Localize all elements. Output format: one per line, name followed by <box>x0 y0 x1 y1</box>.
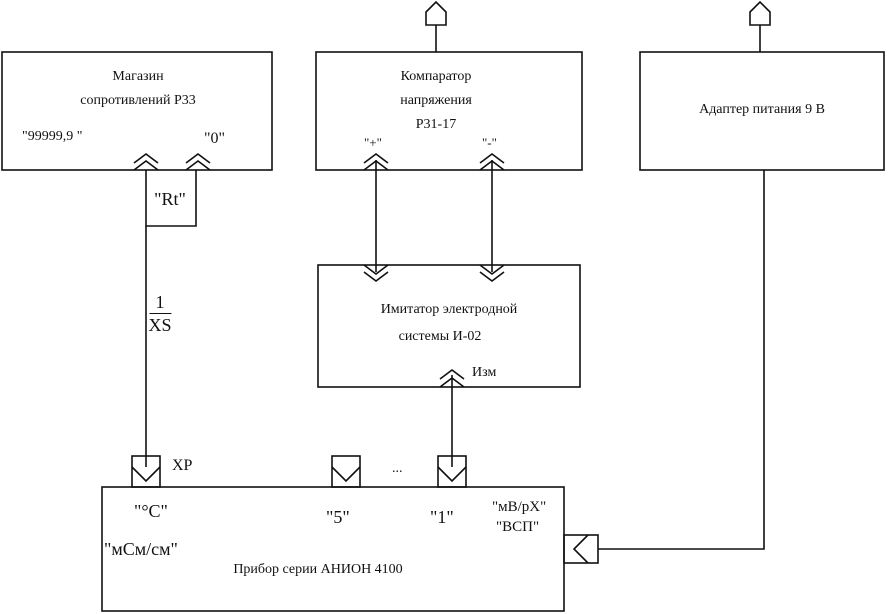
imitator-term-izm: Изм <box>472 366 496 380</box>
pribor-term-msm: "мСм/см" <box>104 540 178 558</box>
chevrons-magazin-left <box>134 154 158 170</box>
pribor-term-5: "5" <box>326 508 350 526</box>
connector-xs-den: XS <box>148 315 171 335</box>
pribor-term-mv: "мВ/рХ" <box>492 500 546 515</box>
connector-xs: 1 XS <box>148 292 171 335</box>
connector-xp: XP <box>172 458 192 474</box>
imitator-title-line2: системы И-02 <box>399 330 482 344</box>
magazin-term-0: "0" <box>204 131 225 147</box>
connector-xs-num: 1 <box>155 292 164 312</box>
magazin-title-line2: сопротивлений Р33 <box>80 94 196 108</box>
comparator-title-line3: Р31-17 <box>416 118 456 132</box>
comparator-term-minus: "-" <box>482 136 497 149</box>
socket-c <box>132 455 160 487</box>
sockets-ellipsis: ... <box>392 462 403 476</box>
imitator-block <box>318 265 580 387</box>
plug-top-adapter <box>750 2 770 25</box>
rt-label: "Rt" <box>154 190 186 208</box>
pribor-term-vsp: "ВСП" <box>496 520 539 535</box>
magazin-title-line1: Магазин <box>112 70 163 84</box>
plug-top-comparator <box>426 2 446 25</box>
socket-1 <box>438 456 466 487</box>
pribor-term-1: "1" <box>430 508 454 526</box>
pribor-term-c: "°C" <box>134 502 168 520</box>
comparator-term-plus: "+" <box>364 136 382 149</box>
adapter-title: Адаптер питания 9 В <box>699 103 825 117</box>
wire-adapter <box>598 170 764 549</box>
imitator-title-line1: Имитатор электродной <box>381 303 518 317</box>
chevrons-magazin-right <box>186 154 210 170</box>
comparator-title-line2: напряжения <box>400 94 472 108</box>
magazin-term-99999: "99999,9 " <box>22 130 82 144</box>
comparator-title-line1: Компаратор <box>401 70 472 84</box>
socket-power <box>564 535 598 563</box>
socket-5 <box>332 456 360 487</box>
pribor-title: Прибор серии АНИОН 4100 <box>233 563 402 577</box>
